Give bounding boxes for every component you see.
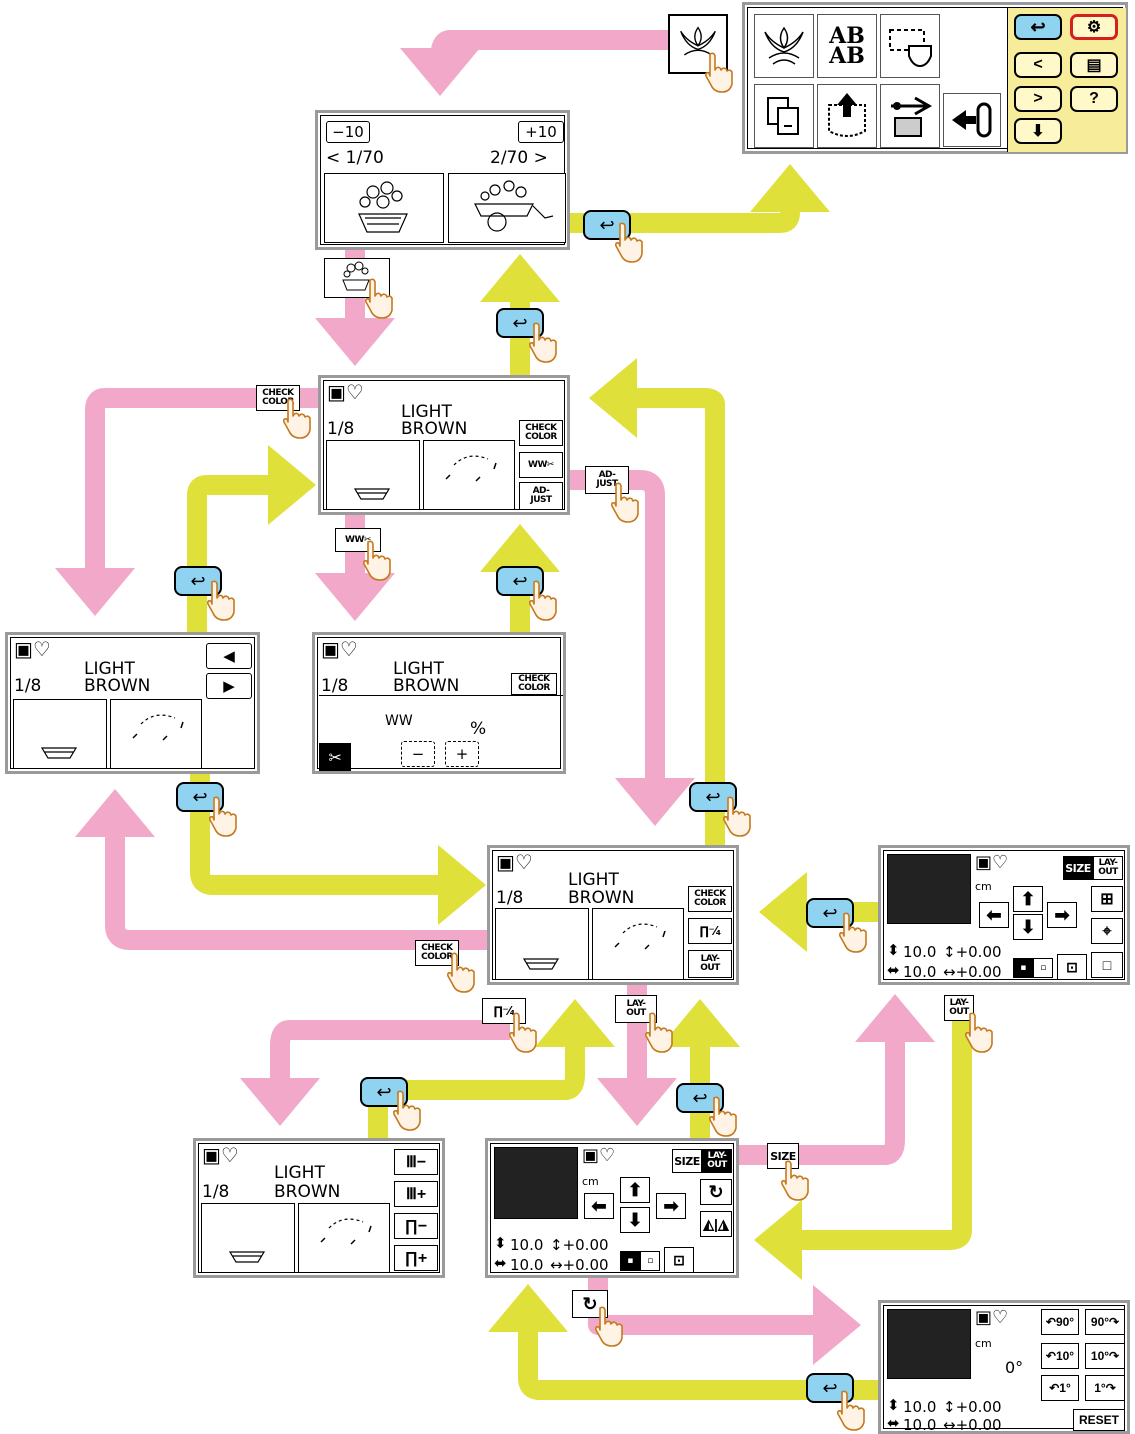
hand-cursor-icon (782, 1161, 808, 1200)
hand-cursor-icon (646, 1013, 672, 1052)
hand-cursor-icon (616, 223, 642, 262)
hand-cursor-icon (838, 1391, 864, 1430)
hand-cursor-icon (724, 797, 750, 836)
hand-cursor-icon (364, 541, 390, 580)
hand-cursor-icon (710, 1097, 736, 1136)
hand-cursor-icon (284, 399, 310, 438)
hand-cursor-icon (510, 1013, 536, 1052)
hand-cursor-icon (210, 797, 236, 836)
hand-cursor-icon (448, 953, 474, 992)
hand-cursor-icon (612, 483, 638, 522)
hand-cursor-icon (706, 53, 732, 92)
hand-cursor-icon (208, 581, 234, 620)
hand-cursor-icon (530, 323, 556, 362)
hand-cursor-icon (966, 1013, 992, 1052)
hand-cursor-icon (394, 1091, 420, 1130)
hand-cursor-icon (530, 581, 556, 620)
hand-cursor-icon (596, 1307, 622, 1346)
hand-cursor-icon (366, 279, 392, 318)
hand-cursor-icon (840, 913, 866, 952)
